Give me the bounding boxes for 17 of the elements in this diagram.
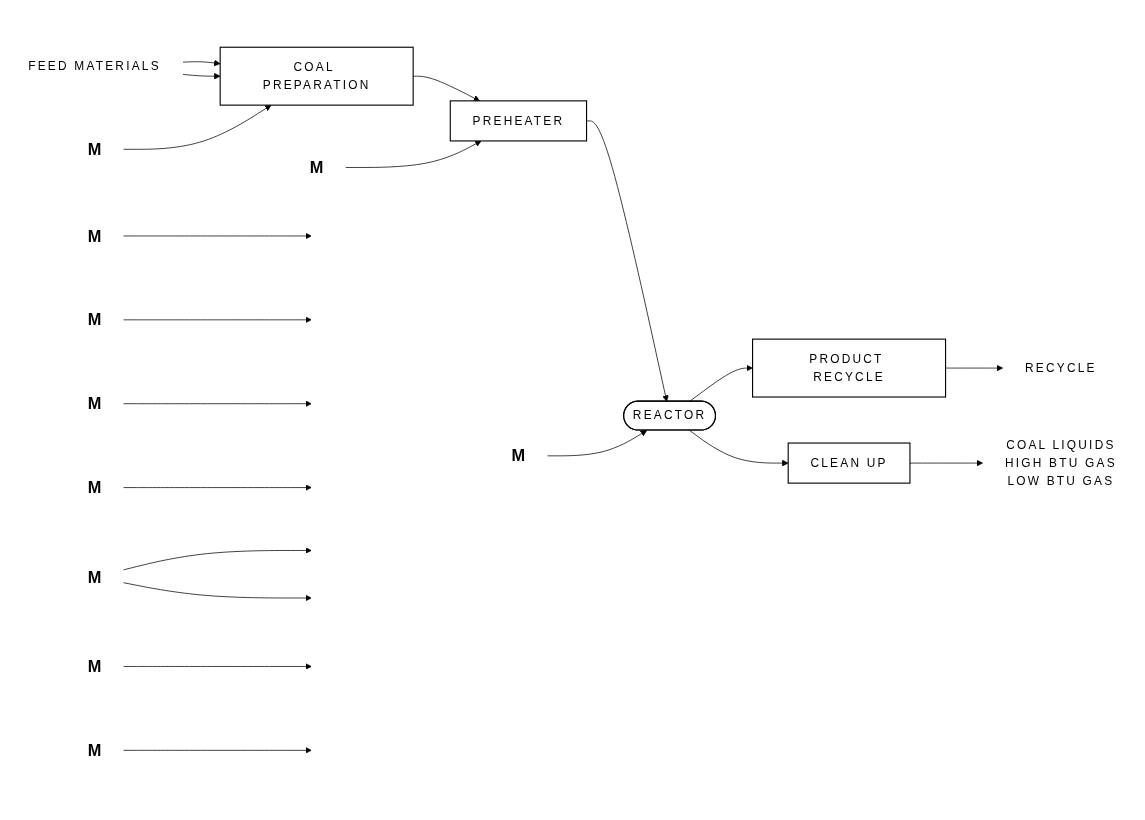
- node-box: COAL PREPARATION: [219, 46, 414, 106]
- node-box: PRODUCT RECYCLE: [752, 338, 947, 398]
- node-text: M: [87, 567, 102, 587]
- node-text: M: [309, 158, 324, 177]
- node-text: M: [87, 394, 102, 414]
- node-text: M: [87, 226, 102, 246]
- node-text: M: [87, 657, 102, 676]
- node-text: FEED MATERIALS: [28, 59, 161, 73]
- node-text: M: [511, 446, 526, 466]
- node-box: CLEAN UP: [787, 442, 911, 484]
- node-text: M: [87, 310, 102, 330]
- node-text: COAL LIQUIDS HIGH BTU GAS LOW BTU GAS: [1004, 438, 1117, 488]
- node-text: RECYCLE: [1025, 361, 1097, 375]
- node-box: PREHEATER: [449, 100, 588, 142]
- node-text: M: [87, 741, 102, 760]
- node-text: M: [87, 140, 102, 159]
- node-text: M: [87, 478, 102, 498]
